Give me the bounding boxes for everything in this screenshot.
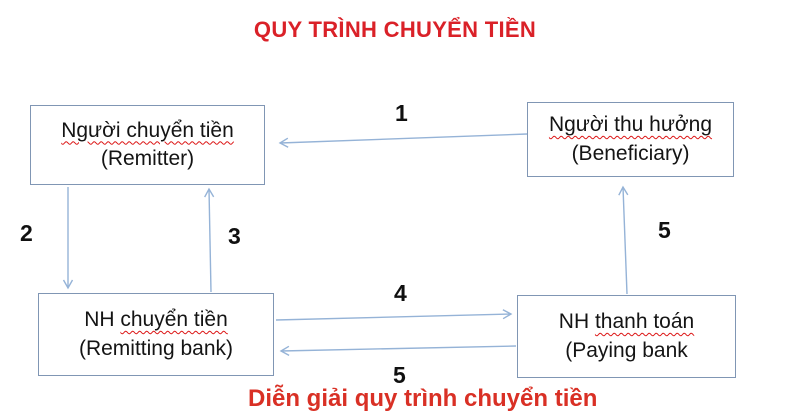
box-remitter-vietnamese-label: Người chuyển tiền (61, 118, 234, 142)
diagram-title: QUY TRÌNH CHUYỂN TIỀN (253, 17, 537, 42)
step-label-4: 4 (394, 280, 407, 306)
step-label-5-vertical: 5 (658, 217, 671, 243)
box-beneficiary: Người thu hưởng (Beneficiary) (527, 102, 734, 177)
arrow-step3-remitting-bank-to-remitter (204, 187, 215, 293)
step-label-1: 1 (395, 100, 408, 126)
arrow-step4-remitting-bank-to-paying-bank (275, 309, 513, 321)
step-label-3: 3 (228, 223, 241, 249)
box-paying-bank-vietnamese-label: NH thanh toán (558, 310, 695, 334)
arrow-step1-beneficiary-to-remitter (278, 133, 528, 148)
box-remitting-bank-vietnamese-label: NH chuyển tiền (84, 308, 228, 332)
box-beneficiary-vietnamese-label: Người thu hưởng (548, 113, 713, 137)
step-label-2: 2 (20, 220, 33, 246)
arrow-layer (62, 133, 629, 356)
box-beneficiary-english-label: (Beneficiary) (571, 141, 690, 165)
box-paying-bank-english-label: (Paying bank (565, 338, 688, 362)
box-remitter: Người chuyển tiền (Remitter) (30, 105, 265, 185)
step-label-5-horizontal: 5 (393, 362, 406, 388)
box-remitting-bank: NH chuyển tiền (Remitting bank) (38, 293, 274, 376)
box-paying-bank: NH thanh toán (Paying bank (517, 295, 736, 378)
box-remitting-bank-english-label: (Remitting bank) (78, 336, 234, 360)
arrow-step5-paying-bank-to-remitting-bank (279, 345, 517, 356)
arrow-step5-paying-bank-to-beneficiary (618, 185, 629, 295)
box-remitter-english-label: (Remitter) (100, 147, 195, 170)
clipped-caption: Diễn giải quy trình chuyển tiền (248, 385, 598, 412)
